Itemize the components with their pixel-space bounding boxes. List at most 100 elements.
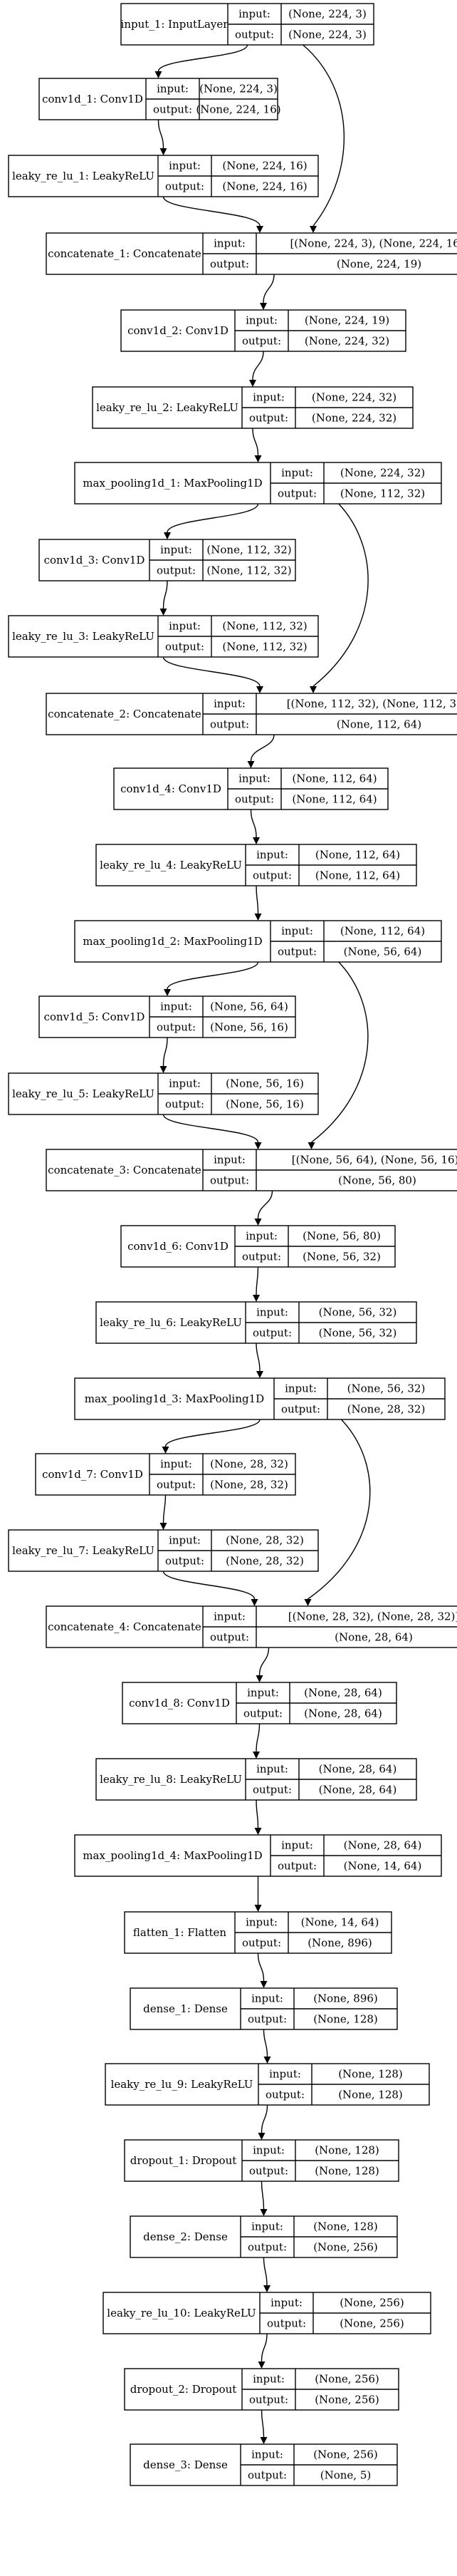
output-label: output:	[278, 946, 317, 958]
arrowhead-icon	[154, 71, 162, 78]
input-label: input:	[214, 237, 246, 250]
layer-name: conv1d_8: Conv1D	[129, 1697, 230, 1709]
input-label: input:	[160, 1000, 192, 1013]
arrowhead-icon	[260, 2209, 268, 2216]
edge-leaky-re-lu-8-to-max-pooling1d-4	[254, 1799, 262, 1835]
output-label: output:	[157, 1479, 196, 1491]
input-shape: (None, 224, 32)	[312, 391, 396, 404]
input-label: input:	[246, 314, 278, 327]
edge-line	[256, 1723, 261, 1752]
layer-name: dense_2: Dense	[143, 2230, 228, 2243]
layer-name: conv1d_5: Conv1D	[44, 1010, 145, 1023]
arrowhead-icon	[263, 2057, 271, 2064]
edge-line	[162, 196, 261, 227]
layer-node-max-pooling1d-1: max_pooling1d_1: MaxPooling1Dinput:outpu…	[74, 462, 442, 505]
input-shape: [(None, 56, 64), (None, 56, 16)]	[292, 1154, 457, 1167]
input-label: input:	[160, 1458, 192, 1471]
input-label: input:	[246, 1230, 278, 1243]
output-shape: (None, 14, 64)	[344, 1860, 422, 1873]
output-shape: (None, 128)	[338, 2089, 403, 2101]
edge-input-1-to-concatenate-1	[303, 44, 345, 233]
layer-node-max-pooling1d-2: max_pooling1d_2: MaxPooling1Dinput:outpu…	[74, 920, 442, 963]
edge-max-pooling1d-1-to-conv1d-3	[164, 503, 259, 539]
edge-leaky-re-lu-1-to-concatenate-1	[162, 196, 263, 233]
arrowhead-icon	[256, 1675, 263, 1682]
output-label: output:	[253, 1327, 292, 1340]
input-shape: (None, 224, 16)	[222, 160, 307, 172]
layer-name: max_pooling1d_2: MaxPooling1D	[83, 935, 262, 948]
layer-name: conv1d_4: Conv1D	[120, 782, 221, 795]
edge-line	[311, 961, 369, 1143]
input-shape: (None, 896)	[313, 1992, 378, 2005]
output-shape: (None, 224, 16)	[196, 103, 280, 116]
arrowhead-icon	[256, 686, 263, 693]
output-label: output:	[249, 2165, 288, 2178]
layer-name: max_pooling1d_3: MaxPooling1D	[85, 1392, 264, 1405]
output-label: output:	[210, 1174, 249, 1187]
layer-name: conv1d_3: Conv1D	[44, 554, 145, 567]
edge-line	[252, 428, 259, 456]
layer-name: leaky_re_lu_7: LeakyReLU	[12, 1544, 154, 1557]
input-shape: (None, 112, 64)	[340, 925, 425, 938]
input-label: input:	[253, 2373, 285, 2386]
input-shape: (None, 256)	[340, 2297, 404, 2309]
layer-name: leaky_re_lu_2: LeakyReLU	[96, 401, 238, 414]
input-shape: [(None, 224, 3), (None, 224, 16)]	[290, 237, 457, 250]
output-label: output:	[210, 258, 249, 271]
edge-max-pooling1d-3-to-conv1d-7	[162, 1419, 261, 1454]
edge-line	[162, 1571, 256, 1600]
edge-line	[257, 1952, 265, 1982]
layer-node-leaky-re-lu-7: leaky_re_lu_7: LeakyReLUinput:output:(No…	[8, 1529, 319, 1572]
edge-line	[263, 274, 275, 304]
input-shape: (None, 128)	[313, 2220, 378, 2233]
input-label: input:	[256, 849, 288, 862]
input-shape: (None, 56, 16)	[226, 1077, 304, 1090]
arrowhead-icon	[254, 1828, 262, 1835]
edges-layer	[154, 44, 371, 2444]
input-shape: (None, 112, 64)	[292, 772, 377, 785]
layer-node-leaky-re-lu-10: leaky_re_lu_10: LeakyReLUinput:output:(N…	[103, 2292, 431, 2334]
edge-conv1d-6-to-leaky-re-lu-6	[253, 1266, 260, 1302]
output-shape: (None, 28, 32)	[210, 1479, 288, 1491]
edge-line	[261, 2104, 268, 2133]
layer-node-concatenate-3: concatenate_3: Concatenate input: output: […	[46, 1149, 457, 1191]
arrowhead-icon	[263, 2285, 270, 2292]
output-shape: (None, 128)	[315, 2165, 379, 2178]
layer-node-leaky-re-lu-2: leaky_re_lu_2: LeakyReLUinput:output:(No…	[92, 386, 414, 429]
input-shape: (None, 256)	[315, 2373, 379, 2386]
input-shape: (None, 128)	[338, 2068, 403, 2081]
edge-line	[250, 809, 257, 838]
arrowhead-icon	[310, 226, 317, 233]
edge-flatten-1-to-dense-1	[257, 1952, 268, 1988]
arrowhead-icon	[260, 1981, 268, 1988]
input-label: input:	[281, 467, 313, 480]
input-shape: (None, 28, 32)	[210, 1458, 288, 1471]
input-shape: (None, 56, 32)	[319, 1306, 397, 1319]
layer-node-max-pooling1d-3: max_pooling1d_3: MaxPooling1Dinput:outpu…	[74, 1377, 446, 1420]
output-label: output:	[253, 869, 292, 882]
output-shape: (None, 28, 64)	[335, 1631, 413, 1644]
output-label: output:	[165, 641, 204, 653]
input-label: input:	[256, 1306, 288, 1319]
output-label: output:	[253, 1784, 292, 1796]
layer-name: max_pooling1d_1: MaxPooling1D	[83, 477, 262, 490]
input-label: input:	[214, 698, 246, 710]
output-label: output:	[281, 1403, 320, 1416]
layer-name: concatenate_3: Concatenate	[48, 1164, 201, 1176]
edge-leaky-re-lu-3-to-concatenate-2	[162, 656, 263, 693]
layer-name: max_pooling1d_4: MaxPooling1D	[83, 1849, 262, 1862]
input-shape: (None, 28, 64)	[319, 1763, 397, 1776]
layer-node-max-pooling1d-4: max_pooling1d_4: MaxPooling1Dinput:outpu…	[74, 1834, 442, 1877]
edge-leaky-re-lu-7-to-concatenate-4	[162, 1571, 258, 1606]
arrowhead-icon	[254, 455, 262, 462]
edge-leaky-re-lu-4-to-max-pooling1d-2	[254, 885, 262, 921]
edge-conv1d-1-to-leaky-re-lu-1	[157, 119, 167, 155]
layer-name: dropout_2: Dropout	[130, 2383, 237, 2396]
arrowhead-icon	[164, 989, 171, 996]
input-label: input:	[214, 1154, 246, 1167]
output-shape: (None, 112, 64)	[315, 869, 400, 882]
input-label: input:	[253, 2144, 285, 2157]
input-shape: (None, 112, 64)	[315, 849, 400, 862]
arrowhead-icon	[253, 1295, 260, 1302]
